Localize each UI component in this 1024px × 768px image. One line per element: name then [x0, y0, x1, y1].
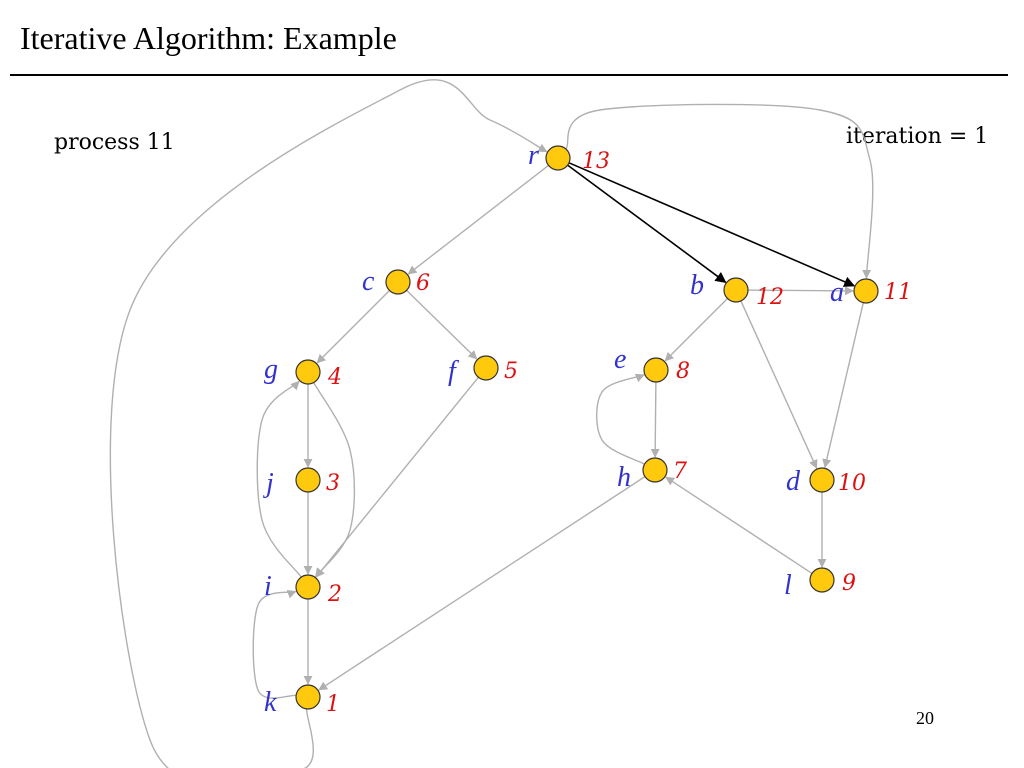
edge-c-to-f — [406, 289, 478, 360]
edge-r-to-a — [568, 162, 856, 287]
node-name-l: l — [784, 570, 792, 601]
edge-g-to-i — [313, 382, 356, 578]
node-name-a: a — [830, 277, 844, 308]
edge-a-to-d — [822, 302, 864, 469]
node-number-b: 12 — [756, 285, 784, 310]
node-name-b: b — [690, 270, 704, 301]
node-circle-j — [295, 467, 321, 493]
node-name-e: e — [614, 344, 626, 375]
edge-b-to-a — [747, 286, 854, 296]
edge-b-to-e — [664, 298, 728, 362]
node-number-j: 3 — [326, 471, 340, 496]
node-r: r 13 — [528, 140, 610, 174]
edge-k-to-r — [109, 79, 548, 768]
process-label: process 11 — [54, 130, 175, 155]
node-circle-l — [809, 567, 835, 593]
node-d: d 10 — [786, 466, 866, 497]
node-number-i: 2 — [327, 582, 342, 607]
node-name-d: d — [786, 466, 801, 497]
node-circle-a — [853, 278, 879, 304]
node-number-d: 10 — [838, 471, 866, 496]
node-circle-g — [295, 359, 321, 385]
edge-r-to-b — [567, 164, 727, 283]
node-number-f: 5 — [504, 359, 518, 384]
node-name-g: g — [264, 354, 278, 385]
node-number-g: 4 — [327, 365, 342, 390]
node-name-c: c — [362, 266, 375, 297]
node-name-f: f — [448, 356, 459, 387]
edge-l-to-h — [665, 476, 813, 574]
node-a: a 11 — [830, 277, 912, 308]
node-name-k: k — [264, 687, 277, 718]
node-name-r: r — [528, 140, 539, 171]
node-number-r: 13 — [582, 149, 610, 174]
node-number-a: 11 — [884, 280, 912, 305]
node-number-l: 9 — [842, 571, 856, 596]
node-circle-k — [295, 684, 321, 710]
node-circle-c — [385, 269, 411, 295]
edge-b-to-d — [740, 300, 818, 470]
node-circle-f — [473, 355, 499, 381]
node-b: b 12 — [690, 270, 784, 310]
edge-h-to-e — [596, 373, 645, 465]
page-number: 20 — [916, 708, 934, 728]
node-name-h: h — [617, 462, 631, 493]
node-circle-b — [723, 277, 749, 303]
node-number-h: 7 — [673, 459, 687, 484]
node-circle-d — [809, 467, 835, 493]
edge-h-to-k — [318, 476, 646, 691]
node-number-c: 6 — [416, 271, 430, 296]
edge-r-to-a-curved — [565, 103, 874, 279]
node-circle-r — [545, 145, 571, 171]
title-underline — [10, 74, 1008, 76]
node-circle-i — [295, 574, 321, 600]
node-number-k: 1 — [326, 692, 340, 717]
node-name-j: j — [263, 468, 274, 499]
edge-f-to-i — [315, 376, 479, 578]
edge-i-to-g — [256, 380, 302, 578]
edge-e-to-h — [650, 381, 660, 458]
node-circle-h — [642, 457, 668, 483]
edge-c-to-g — [316, 290, 390, 364]
edge-k-to-i — [252, 589, 297, 699]
node-number-e: 8 — [676, 359, 690, 384]
node-name-i: i — [264, 571, 272, 602]
iteration-label: iteration = 1 — [846, 124, 989, 149]
edge-r-to-c — [407, 164, 549, 275]
slide-title: Iterative Algorithm: Example — [20, 20, 397, 56]
node-circle-e — [643, 357, 669, 383]
